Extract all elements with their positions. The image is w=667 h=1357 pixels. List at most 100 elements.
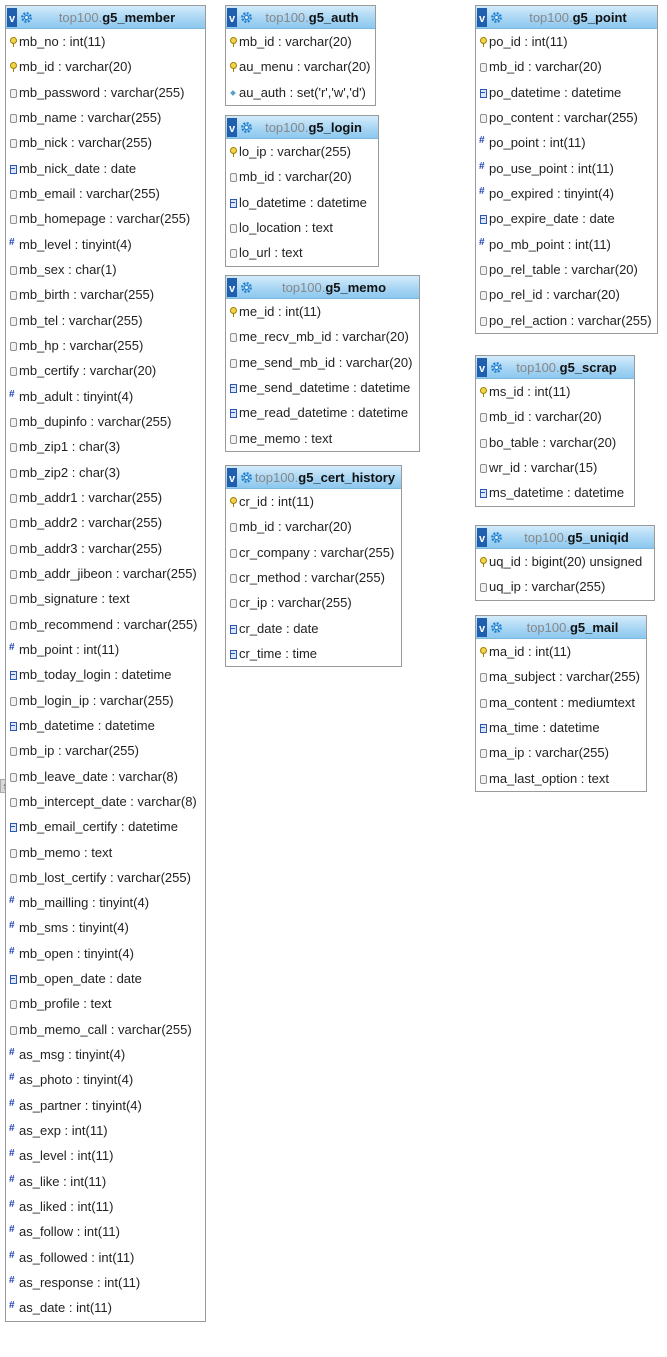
- column-row[interactable]: mb_adult : tinyint(4): [6, 384, 205, 409]
- column-row[interactable]: mb_email_certify : datetime: [6, 814, 205, 839]
- column-row[interactable]: as_date : int(11): [6, 1295, 205, 1320]
- column-row[interactable]: po_content : varchar(255): [476, 105, 657, 130]
- column-row[interactable]: mb_id : varchar(20): [226, 29, 375, 54]
- column-row[interactable]: mb_leave_date : varchar(8): [6, 764, 205, 789]
- column-row[interactable]: po_rel_action : varchar(255): [476, 308, 657, 333]
- column-row[interactable]: cr_id : int(11): [226, 489, 401, 514]
- column-row[interactable]: as_exp : int(11): [6, 1118, 205, 1143]
- column-row[interactable]: mb_id : varchar(20): [6, 54, 205, 79]
- gear-icon[interactable]: [490, 531, 503, 544]
- column-row[interactable]: po_rel_id : varchar(20): [476, 282, 657, 307]
- column-row[interactable]: mb_id : varchar(20): [476, 404, 634, 429]
- gear-icon[interactable]: [490, 621, 503, 634]
- column-row[interactable]: mb_certify : varchar(20): [6, 358, 205, 383]
- column-row[interactable]: ms_id : int(11): [476, 379, 634, 404]
- column-row[interactable]: lo_ip : varchar(255): [226, 139, 378, 164]
- column-row[interactable]: me_send_datetime : datetime: [226, 375, 419, 400]
- column-row[interactable]: mb_hp : varchar(255): [6, 333, 205, 358]
- view-icon[interactable]: v: [7, 7, 17, 27]
- column-row[interactable]: mb_dupinfo : varchar(255): [6, 409, 205, 434]
- column-row[interactable]: po_rel_table : varchar(20): [476, 257, 657, 282]
- column-row[interactable]: mb_id : varchar(20): [226, 514, 401, 539]
- column-row[interactable]: me_memo : text: [226, 426, 419, 451]
- column-row[interactable]: cr_date : date: [226, 616, 401, 641]
- column-row[interactable]: mb_sms : tinyint(4): [6, 915, 205, 940]
- column-row[interactable]: mb_login_ip : varchar(255): [6, 688, 205, 713]
- column-row[interactable]: po_use_point : int(11): [476, 156, 657, 181]
- column-row[interactable]: as_msg : tinyint(4): [6, 1042, 205, 1067]
- column-row[interactable]: mb_nick_date : date: [6, 156, 205, 181]
- column-row[interactable]: mb_no : int(11): [6, 29, 205, 54]
- column-row[interactable]: as_level : int(11): [6, 1143, 205, 1168]
- column-row[interactable]: me_id : int(11): [226, 299, 419, 324]
- column-row[interactable]: mb_id : varchar(20): [476, 54, 657, 79]
- column-row[interactable]: mb_addr3 : varchar(255): [6, 536, 205, 561]
- gear-icon[interactable]: [20, 11, 33, 24]
- column-row[interactable]: as_follow : int(11): [6, 1219, 205, 1244]
- column-row[interactable]: mb_nick : varchar(255): [6, 130, 205, 155]
- gear-icon[interactable]: [240, 281, 253, 294]
- column-row[interactable]: ma_subject : varchar(255): [476, 664, 646, 689]
- column-row[interactable]: mb_sex : char(1): [6, 257, 205, 282]
- column-row[interactable]: mb_addr1 : varchar(255): [6, 485, 205, 510]
- column-row[interactable]: cr_method : varchar(255): [226, 565, 401, 590]
- column-row[interactable]: po_id : int(11): [476, 29, 657, 54]
- column-row[interactable]: lo_datetime : datetime: [226, 190, 378, 215]
- column-row[interactable]: cr_time : time: [226, 641, 401, 666]
- view-icon[interactable]: v: [227, 277, 237, 297]
- column-row[interactable]: mb_addr_jibeon : varchar(255): [6, 561, 205, 586]
- column-row[interactable]: mb_addr2 : varchar(255): [6, 510, 205, 535]
- view-icon[interactable]: v: [477, 527, 487, 547]
- column-row[interactable]: mb_mailling : tinyint(4): [6, 890, 205, 915]
- gear-icon[interactable]: [240, 11, 253, 24]
- column-row[interactable]: mb_tel : varchar(255): [6, 308, 205, 333]
- column-row[interactable]: mb_memo_call : varchar(255): [6, 1017, 205, 1042]
- column-row[interactable]: mb_ip : varchar(255): [6, 738, 205, 763]
- column-row[interactable]: me_read_datetime : datetime: [226, 400, 419, 425]
- column-row[interactable]: po_expire_date : date: [476, 206, 657, 231]
- column-row[interactable]: po_point : int(11): [476, 130, 657, 155]
- column-row[interactable]: mb_level : tinyint(4): [6, 232, 205, 257]
- column-row[interactable]: mb_lost_certify : varchar(255): [6, 865, 205, 890]
- column-row[interactable]: ma_ip : varchar(255): [476, 740, 646, 765]
- column-row[interactable]: as_partner : tinyint(4): [6, 1093, 205, 1118]
- column-row[interactable]: uq_ip : varchar(255): [476, 574, 654, 599]
- column-row[interactable]: as_like : int(11): [6, 1169, 205, 1194]
- column-row[interactable]: lo_url : text: [226, 240, 378, 265]
- gear-icon[interactable]: [490, 361, 503, 374]
- column-row[interactable]: po_expired : tinyint(4): [476, 181, 657, 206]
- column-row[interactable]: mb_datetime : datetime: [6, 713, 205, 738]
- column-row[interactable]: mb_recommend : varchar(255): [6, 612, 205, 637]
- gear-icon[interactable]: [240, 121, 253, 134]
- column-row[interactable]: me_send_mb_id : varchar(20): [226, 350, 419, 375]
- column-row[interactable]: mb_profile : text: [6, 991, 205, 1016]
- column-row[interactable]: mb_intercept_date : varchar(8): [6, 789, 205, 814]
- column-row[interactable]: mb_name : varchar(255): [6, 105, 205, 130]
- column-row[interactable]: ma_last_option : text: [476, 766, 646, 791]
- view-icon[interactable]: v: [227, 117, 237, 137]
- column-row[interactable]: mb_birth : varchar(255): [6, 282, 205, 307]
- column-row[interactable]: mb_id : varchar(20): [226, 164, 378, 189]
- column-row[interactable]: bo_table : varchar(20): [476, 430, 634, 455]
- column-row[interactable]: as_photo : tinyint(4): [6, 1067, 205, 1092]
- view-icon[interactable]: v: [227, 467, 237, 487]
- column-row[interactable]: cr_ip : varchar(255): [226, 590, 401, 615]
- column-row[interactable]: mb_signature : text: [6, 586, 205, 611]
- column-row[interactable]: mb_homepage : varchar(255): [6, 206, 205, 231]
- column-row[interactable]: as_followed : int(11): [6, 1245, 205, 1270]
- column-row[interactable]: as_liked : int(11): [6, 1194, 205, 1219]
- column-row[interactable]: au_auth : set('r','w','d'): [226, 80, 375, 105]
- column-row[interactable]: ma_id : int(11): [476, 639, 646, 664]
